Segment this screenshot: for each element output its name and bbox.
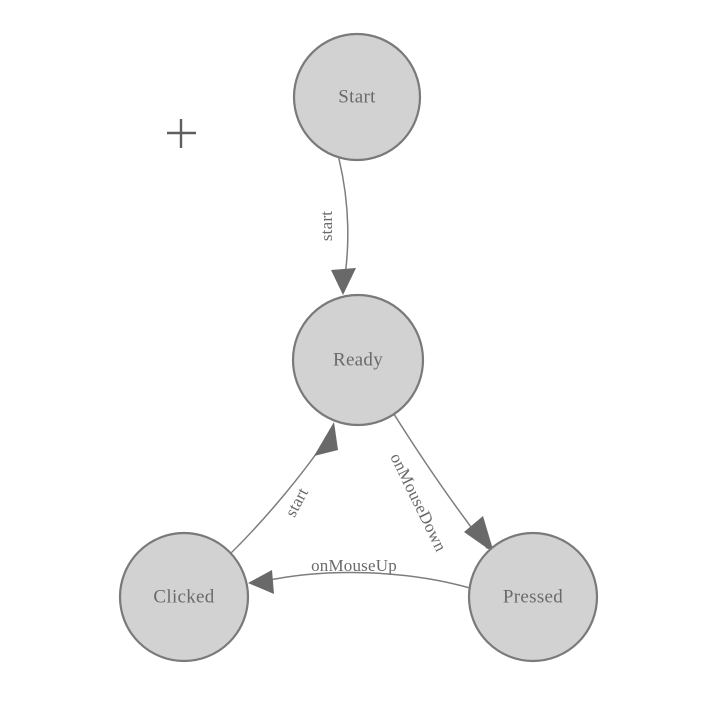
edge-label-clicked-to-ready: start xyxy=(281,484,312,520)
node-pressed-circle[interactable] xyxy=(467,531,599,663)
edge-label-start-to-ready: start xyxy=(317,211,336,241)
edge-label-ready-to-pressed: onMouseDown xyxy=(386,450,450,555)
edge-pressed-to-clicked[interactable]: onMouseUp xyxy=(248,556,471,594)
node-ready[interactable]: Ready xyxy=(291,293,425,427)
node-start-label: Start xyxy=(338,86,376,107)
plus-marker-icon xyxy=(167,119,196,148)
edge-label-pressed-to-clicked: onMouseUp xyxy=(311,556,397,575)
node-start-circle[interactable] xyxy=(292,32,422,162)
edge-pressed-to-clicked-path xyxy=(264,571,471,589)
node-start[interactable]: Start xyxy=(292,32,422,162)
node-ready-label: Ready xyxy=(333,349,383,370)
edge-pressed-to-clicked-arrowhead xyxy=(248,570,274,594)
edge-start-to-ready-arrowhead xyxy=(331,268,356,295)
node-pressed-label: Pressed xyxy=(503,586,563,607)
edge-clicked-to-ready-path xyxy=(227,433,331,557)
edge-start-to-ready-path xyxy=(338,158,349,289)
node-pressed[interactable]: Pressed xyxy=(467,531,599,663)
node-clicked[interactable]: Clicked xyxy=(118,531,250,663)
node-clicked-label: Clicked xyxy=(153,586,214,607)
edge-clicked-to-ready[interactable]: start xyxy=(227,422,338,557)
edge-ready-to-pressed[interactable]: onMouseDown xyxy=(386,410,494,555)
edge-clicked-to-ready-arrowhead xyxy=(314,422,338,456)
edge-ready-to-pressed-arrowhead xyxy=(464,516,494,553)
edge-start-to-ready[interactable]: start xyxy=(317,158,356,295)
node-ready-circle[interactable] xyxy=(291,293,425,427)
node-clicked-circle[interactable] xyxy=(118,531,250,663)
